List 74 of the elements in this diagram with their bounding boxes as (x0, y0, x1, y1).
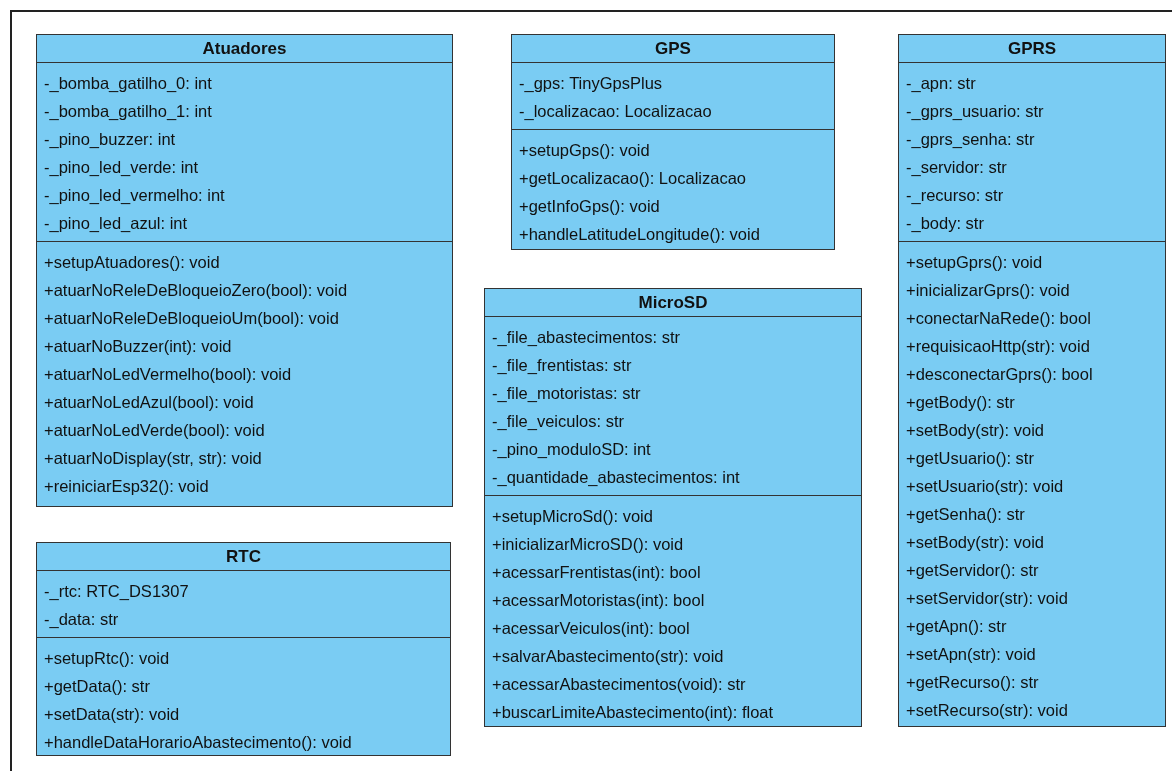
method-text: +acessarVeiculos(int): bool (492, 618, 690, 639)
method-text: +atuarNoLedVerde(bool): void (44, 420, 265, 441)
class-name: MicroSD (485, 289, 861, 317)
method-text: +getRecurso(): str (906, 672, 1039, 693)
attribute-text: -_recurso: str (906, 185, 1004, 206)
class-name: GPRS (899, 35, 1165, 63)
method-text: +getLocalizacao(): Localizacao (519, 168, 746, 189)
method-text: +getApn(): str (906, 616, 1007, 637)
attribute-text: -_pino_buzzer: int (44, 129, 176, 150)
method-text: +setApn(str): void (906, 644, 1036, 665)
attribute-text: -_file_frentistas: str (492, 355, 632, 376)
uml-class-box (36, 34, 453, 507)
method-text: +desconectarGprs(): bool (906, 364, 1093, 385)
uml-class-box (898, 34, 1166, 727)
class-name: Atuadores (37, 35, 452, 63)
method-text: +getData(): str (44, 676, 150, 697)
method-text: +atuarNoReleDeBloqueioUm(bool): void (44, 308, 339, 329)
method-text: +acessarAbastecimentos(void): str (492, 674, 746, 695)
method-text: +setupGps(): void (519, 140, 650, 161)
method-text: +setUsuario(str): void (906, 476, 1064, 497)
attribute-text: -_gps: TinyGpsPlus (519, 73, 663, 94)
class-name: GPS (512, 35, 834, 63)
attribute-text: -_file_veiculos: str (492, 411, 625, 432)
attribute-text: -_servidor: str (906, 157, 1007, 178)
method-text: +acessarFrentistas(int): bool (492, 562, 701, 583)
attribute-text: -_localizacao: Localizacao (519, 101, 712, 122)
method-text: +atuarNoLedAzul(bool): void (44, 392, 254, 413)
attribute-text: -_bomba_gatilho_1: int (44, 101, 212, 122)
method-text: +setData(str): void (44, 704, 180, 725)
attribute-text: -_quantidade_abastecimentos: int (492, 467, 740, 488)
method-text: +setServidor(str): void (906, 588, 1068, 609)
method-text: +getSenha(): str (906, 504, 1025, 525)
attribute-text: -_apn: str (906, 73, 976, 94)
method-text: +getServidor(): str (906, 560, 1039, 581)
method-text: +handleDataHorarioAbastecimento(): void (44, 732, 352, 753)
method-text: +atuarNoDisplay(str, str): void (44, 448, 262, 469)
attribute-text: -_gprs_senha: str (906, 129, 1035, 150)
method-text: +salvarAbastecimento(str): void (492, 646, 724, 667)
attribute-text: -_bomba_gatilho_0: int (44, 73, 212, 94)
method-text: +inicializarGprs(): void (906, 280, 1070, 301)
attribute-text: -_pino_led_verde: int (44, 157, 199, 178)
method-text: +setRecurso(str): void (906, 700, 1068, 721)
method-text: +conectarNaRede(): bool (906, 308, 1091, 329)
uml-class-box (36, 542, 451, 756)
method-text: +getInfoGps(): void (519, 196, 660, 217)
attribute-text: -_gprs_usuario: str (906, 101, 1044, 122)
attribute-text: -_pino_led_azul: int (44, 213, 188, 234)
attribute-text: -_file_motoristas: str (492, 383, 641, 404)
class-name: RTC (37, 543, 450, 571)
method-text: +getBody(): str (906, 392, 1015, 413)
method-text: +atuarNoReleDeBloqueioZero(bool): void (44, 280, 348, 301)
method-text: +getUsuario(): str (906, 448, 1034, 469)
method-text: +atuarNoBuzzer(int): void (44, 336, 232, 357)
attribute-text: -_body: str (906, 213, 984, 234)
attribute-text: -_pino_moduloSD: int (492, 439, 651, 460)
method-text: +setupMicroSd(): void (492, 506, 653, 527)
method-text: +setBody(str): void (906, 420, 1044, 441)
method-text: +inicializarMicroSD(): void (492, 534, 684, 555)
method-text: +setupGprs(): void (906, 252, 1043, 273)
method-text: +setupRtc(): void (44, 648, 170, 669)
method-text: +reiniciarEsp32(): void (44, 476, 209, 497)
attribute-text: -_rtc: RTC_DS1307 (44, 581, 189, 602)
method-text: +setBody(str): void (906, 532, 1044, 553)
uml-class-box (484, 288, 862, 727)
attribute-text: -_file_abastecimentos: str (492, 327, 680, 348)
method-text: +handleLatitudeLongitude(): void (519, 224, 760, 245)
uml-class-box (511, 34, 835, 250)
method-text: +setupAtuadores(): void (44, 252, 220, 273)
attribute-text: -_data: str (44, 609, 119, 630)
method-text: +acessarMotoristas(int): bool (492, 590, 705, 611)
method-text: +requisicaoHttp(str): void (906, 336, 1090, 357)
method-text: +buscarLimiteAbastecimento(int): float (492, 702, 774, 723)
attribute-text: -_pino_led_vermelho: int (44, 185, 225, 206)
method-text: +atuarNoLedVermelho(bool): void (44, 364, 292, 385)
